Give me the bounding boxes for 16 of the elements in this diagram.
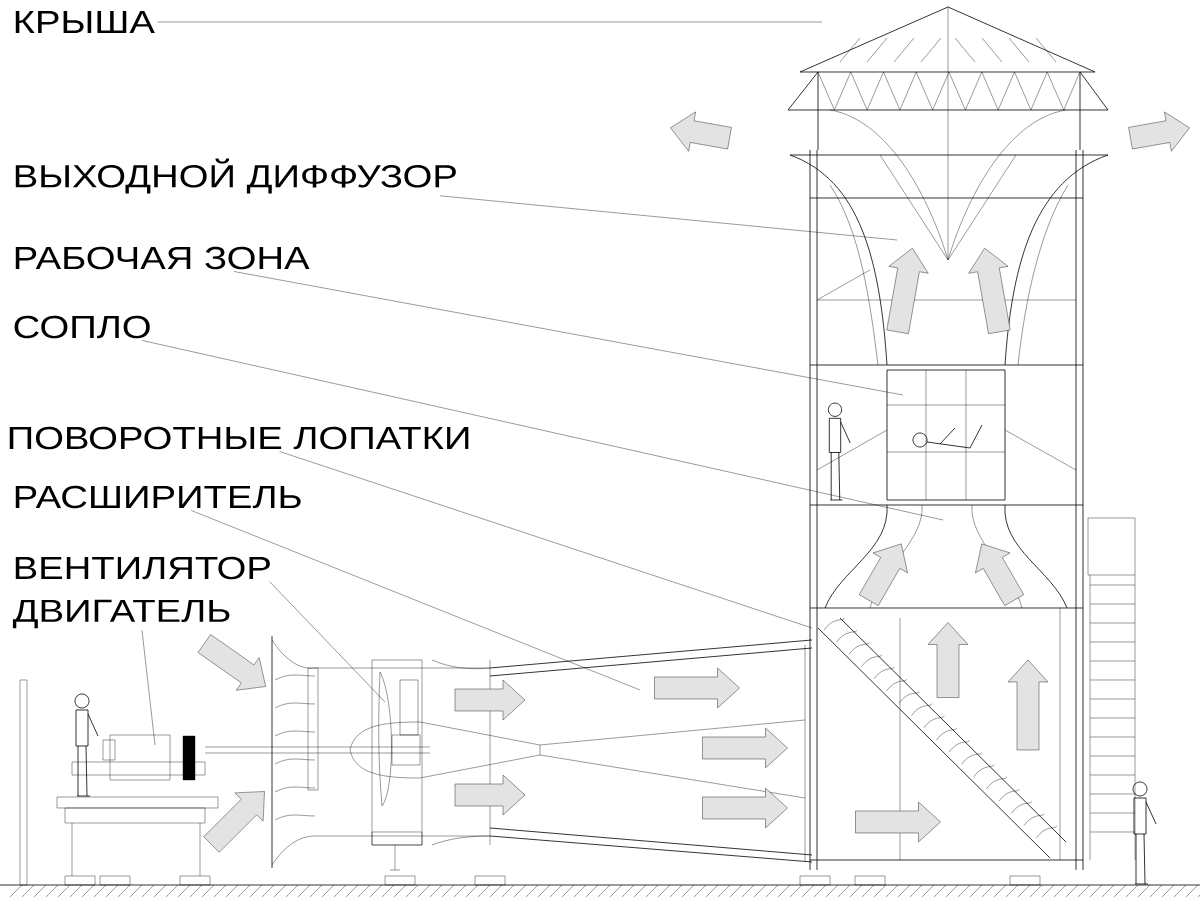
part-label: СОПЛО <box>14 315 150 339</box>
part-label: КРЫША <box>15 11 155 33</box>
leader-line <box>191 510 641 691</box>
part-label: ДВИГАТЕЛЬ <box>12 599 230 629</box>
leader-line <box>439 195 898 241</box>
leader-line <box>269 581 386 703</box>
leader-line <box>279 451 813 629</box>
leader-line <box>141 630 156 746</box>
part-label: ВЫХОДНОЙ ДИФФУЗОР <box>15 158 456 194</box>
part-label: РАСШИРИТЕЛЬ <box>15 485 301 509</box>
part-label: РАБОЧАЯ ЗОНА <box>15 246 310 270</box>
leader-line <box>233 271 904 396</box>
part-label: ВЕНТИЛЯТОР <box>15 556 270 580</box>
part-label: ПОВОРОТНЫЕ ЛОПАТКИ <box>9 426 469 450</box>
leader-line <box>142 340 944 521</box>
leader-line <box>157 21 823 23</box>
